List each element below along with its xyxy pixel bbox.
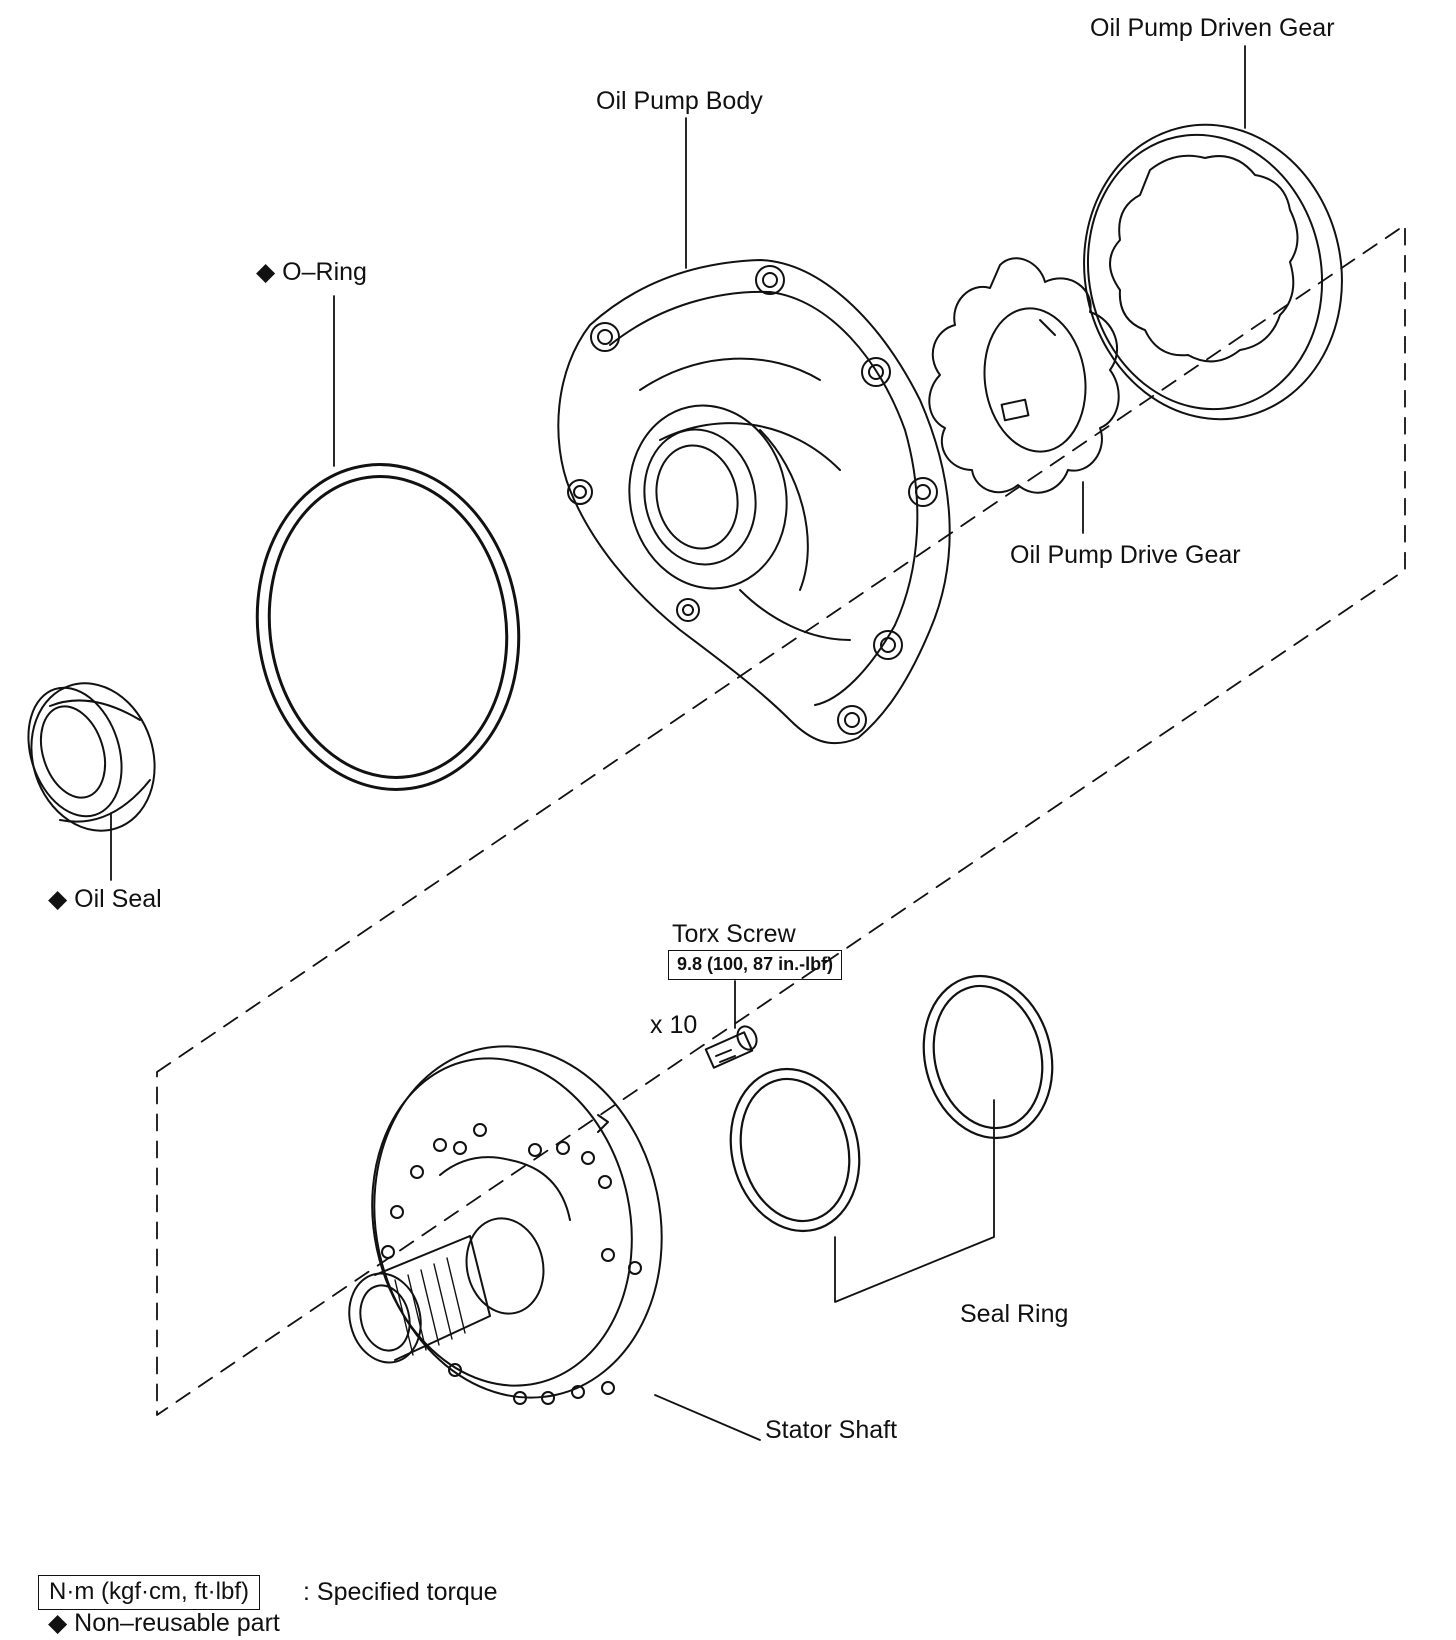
label-torx-screw: Torx Screw bbox=[672, 920, 796, 948]
oil-pump-body-part bbox=[557, 259, 951, 745]
torx-screw-part bbox=[704, 1025, 758, 1069]
stator-shaft-part bbox=[348, 1045, 663, 1405]
leader-lines bbox=[110, 45, 1246, 1441]
oil-pump-driven-gear-part bbox=[1083, 123, 1343, 421]
assembly-dashed-outline bbox=[156, 224, 1406, 1416]
legend-torque-units: N·m (kgf·cm, ft·lbf) bbox=[38, 1575, 260, 1610]
oil-seal-part bbox=[27, 682, 156, 832]
label-seal-ring: Seal Ring bbox=[960, 1300, 1069, 1328]
legend-non-reusable: ◆ Non–reusable part bbox=[48, 1609, 280, 1637]
label-oil-seal: ◆ Oil Seal bbox=[48, 885, 162, 913]
seal-ring-parts bbox=[729, 974, 1054, 1233]
label-quantity: x 10 bbox=[650, 1011, 698, 1039]
legend-torque-description: : Specified torque bbox=[303, 1578, 498, 1606]
label-o-ring: ◆ O–Ring bbox=[256, 258, 367, 286]
o-ring-part bbox=[255, 463, 521, 791]
label-oil-pump-drive-gear: Oil Pump Drive Gear bbox=[1010, 541, 1241, 569]
torx-screw-torque-spec: 9.8 (100, 87 in.-lbf) bbox=[668, 950, 843, 980]
label-oil-pump-driven-gear: Oil Pump Driven Gear bbox=[1090, 14, 1335, 42]
label-oil-pump-body: Oil Pump Body bbox=[596, 87, 763, 115]
label-stator-shaft: Stator Shaft bbox=[765, 1416, 898, 1444]
oil-pump-drive-gear-part bbox=[928, 257, 1120, 494]
